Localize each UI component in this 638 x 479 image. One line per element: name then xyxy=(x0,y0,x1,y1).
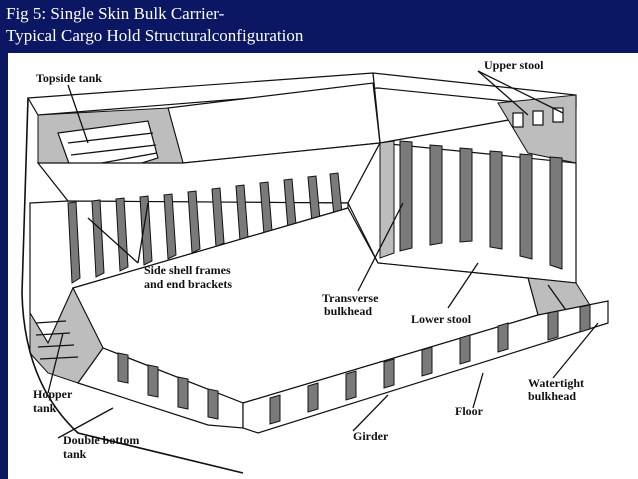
upper-stool xyxy=(497,94,577,164)
label-girder: Girder xyxy=(353,429,389,443)
label-transverse-1: Transverse xyxy=(322,291,379,305)
label-side-shell-2: and end brackets xyxy=(144,277,232,291)
label-hopper-2: tank xyxy=(33,401,57,415)
label-upper-stool: Upper stool xyxy=(484,58,544,72)
label-floor: Floor xyxy=(455,404,484,418)
slide-title-line-2: Typical Cargo Hold Structuralconfigurati… xyxy=(6,26,304,45)
diagram-labels: Topside tank Upper stool Side shell fram… xyxy=(33,58,584,461)
side-shell-frames xyxy=(67,172,343,284)
main-deck xyxy=(26,72,577,164)
label-watertight-2: bulkhead xyxy=(528,389,576,403)
double-bottom xyxy=(77,300,609,434)
label-topside-tank: Topside tank xyxy=(36,71,102,85)
cargo-hold-diagram: Topside tank Upper stool Side shell fram… xyxy=(8,53,638,479)
cargo-hold-illustration: Topside tank Upper stool Side shell fram… xyxy=(21,58,609,474)
label-double-bottom-2: tank xyxy=(63,447,87,461)
label-lower-stool: Lower stool xyxy=(411,312,472,326)
hopper-tank xyxy=(29,286,104,384)
slide-title-line-1: Fig 5: Single Skin Bulk Carrier- xyxy=(6,4,225,23)
label-double-bottom-1: Double bottom xyxy=(63,433,139,447)
label-side-shell-1: Side shell frames xyxy=(144,263,231,277)
label-transverse-2: bulkhead xyxy=(324,304,372,318)
title-bar: Fig 5: Single Skin Bulk Carrier- Typical… xyxy=(0,0,638,52)
transverse-bulkhead xyxy=(347,140,577,284)
hull-outline xyxy=(21,97,244,474)
label-watertight-1: Watertight xyxy=(528,376,584,390)
label-hopper-1: Hopper xyxy=(33,387,73,401)
leader-lines xyxy=(47,70,599,439)
